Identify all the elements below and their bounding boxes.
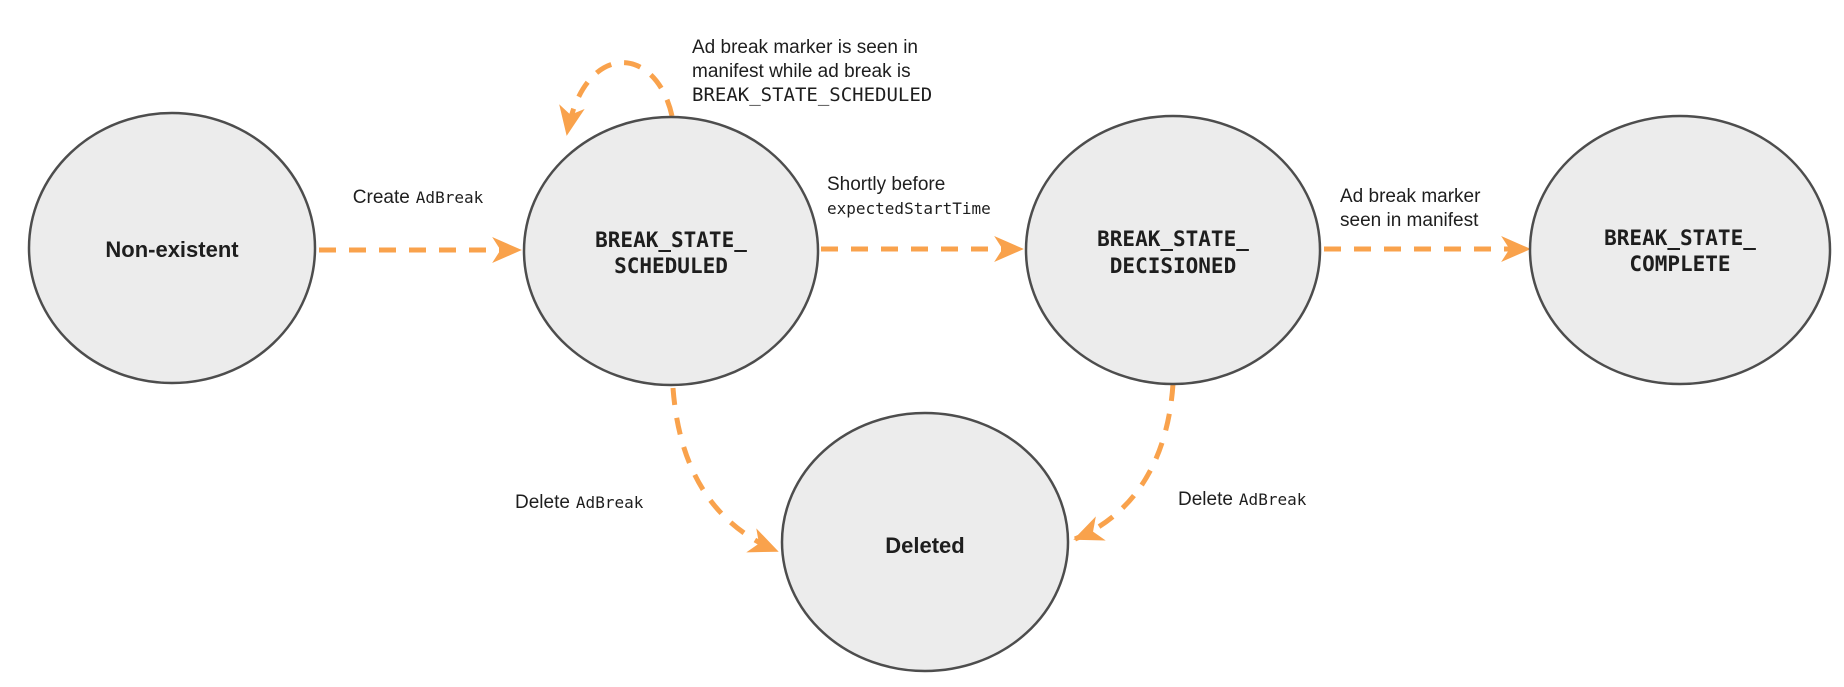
label-self-loop-line2: manifest while ad break is (692, 61, 911, 82)
state-break-state-scheduled: BREAK_STATE_ SCHEDULED (522, 115, 820, 387)
arrow-delete-from-scheduled (670, 387, 779, 554)
state-label-deleted: Deleted (885, 533, 964, 558)
label-create-adbreak: Create AdBreak (353, 187, 484, 208)
state-break-state-decisioned: BREAK_STATE_ DECISIONED (1024, 114, 1322, 386)
state-circle-break-state-complete (1528, 114, 1832, 386)
label-delete-right-code: AdBreak (1239, 490, 1307, 509)
state-label-decisioned-line2: DECISIONED (1110, 254, 1236, 278)
state-label-decisioned-line1: BREAK_STATE_ (1097, 227, 1249, 251)
label-self-loop-line1: Ad break marker is seen in (692, 37, 918, 58)
state-label-non-existent: Non-existent (105, 237, 239, 262)
arrow-delete-from-decisioned (1073, 383, 1176, 542)
label-marker-seen-line2: seen in manifest (1340, 210, 1479, 231)
label-delete-right-plain: Delete (1178, 489, 1233, 510)
label-delete-left-code: AdBreak (576, 493, 644, 512)
label-to-decisioned: Shortly before expectedStartTime (827, 174, 991, 218)
label-delete-from-decisioned: Delete AdBreak (1178, 489, 1307, 510)
label-self-loop: Ad break marker is seen in manifest whil… (692, 37, 932, 106)
label-delete-left-plain: Delete (515, 492, 570, 513)
state-deleted: Deleted (780, 411, 1070, 673)
state-circle-non-existent (27, 111, 317, 385)
state-label-complete-line1: BREAK_STATE_ (1604, 226, 1756, 250)
label-create-code: AdBreak (416, 188, 484, 207)
state-circle-deleted (780, 411, 1070, 673)
label-shortly-before: Shortly before (827, 174, 945, 195)
state-circle-break-state-scheduled (522, 115, 820, 387)
state-non-existent: Non-existent (27, 111, 317, 385)
label-create-plain: Create (353, 187, 410, 208)
state-label-scheduled-line2: SCHEDULED (614, 254, 728, 278)
transitions (319, 60, 1531, 554)
label-expected-start-time: expectedStartTime (827, 199, 991, 218)
state-label-complete-line2: COMPLETE (1629, 252, 1730, 276)
state-label-scheduled-line1: BREAK_STATE_ (595, 228, 747, 252)
label-self-loop-line3: BREAK_STATE_SCHEDULED (692, 84, 932, 106)
label-delete-from-scheduled: Delete AdBreak (515, 492, 644, 513)
label-marker-seen-line1: Ad break marker (1340, 186, 1481, 207)
state-break-state-complete: BREAK_STATE_ COMPLETE (1528, 114, 1832, 386)
label-to-complete: Ad break marker seen in manifest (1340, 186, 1481, 231)
state-circle-break-state-decisioned (1024, 114, 1322, 386)
